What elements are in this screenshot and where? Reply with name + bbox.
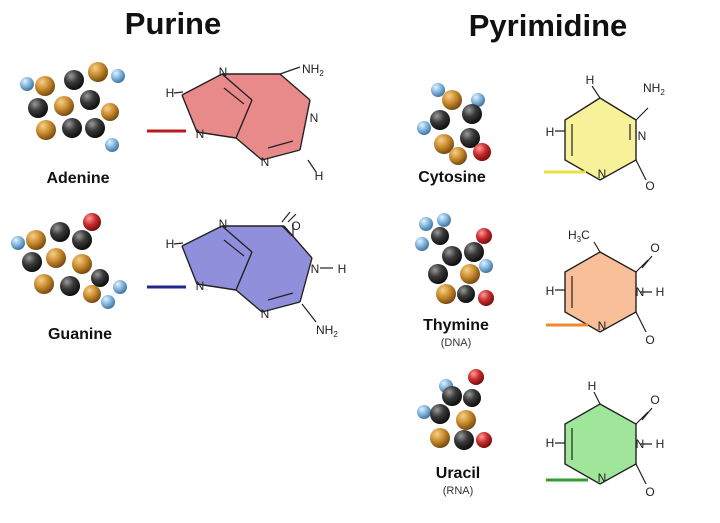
- guanine-atom-n3: N: [261, 307, 270, 321]
- guanine-atom-nh2: NH2: [316, 323, 338, 339]
- uracil-atom-o2: O: [645, 485, 654, 499]
- uracil-atom-o4: O: [650, 393, 659, 407]
- cytosine-atom-o2: O: [645, 179, 654, 193]
- adenine-atom-h2: H: [315, 169, 324, 183]
- thymine-structure: H3C H O N H N O: [546, 228, 665, 347]
- cytosine-atom-h5: H: [586, 73, 595, 87]
- cytosine-name: Cytosine: [418, 169, 486, 186]
- thymine-name: Thymine: [423, 317, 489, 334]
- cytosine-atom-h6: H: [546, 125, 555, 139]
- cytosine-atom-n3: N: [638, 129, 647, 143]
- thymine-atom-n3: N: [636, 285, 645, 299]
- thymine-atom-ch3: H3C: [568, 228, 590, 244]
- guanine-atom-n7: N: [219, 217, 228, 231]
- adenine-atom-n1: N: [310, 111, 319, 125]
- uracil-atom-h3: H: [656, 437, 665, 451]
- guanine-name: Guanine: [48, 326, 112, 343]
- guanine-atom-h8: H: [166, 237, 175, 251]
- thymine-atom-h3: H: [656, 285, 665, 299]
- pyrimidine-header: Pyrimidine: [469, 8, 628, 43]
- uracil-name: Uracil: [436, 465, 480, 482]
- cytosine-structure: H H NH2 N N O: [546, 73, 666, 193]
- thymine-ball-model: [415, 213, 494, 306]
- adenine-ball-model: [20, 62, 125, 152]
- adenine-atom-nh2: NH2: [302, 62, 324, 78]
- guanine-ball-model: [11, 213, 127, 309]
- thymine-atom-o2: O: [645, 333, 654, 347]
- cytosine-atom-n1: N: [598, 167, 607, 181]
- adenine-atom-n3: N: [261, 155, 270, 169]
- guanine-structure: N H N O N H N NH2: [166, 211, 347, 339]
- cytosine-ball-model: [417, 83, 491, 165]
- thymine-note: (DNA): [441, 337, 472, 349]
- uracil-atom-n3: N: [636, 437, 645, 451]
- uracil-note: (RNA): [443, 485, 474, 497]
- uracil-structure: H H O N H N O: [546, 379, 665, 499]
- adenine-structure: N H N N N H NH2: [166, 62, 325, 183]
- guanine-atom-n9: N: [196, 279, 205, 293]
- adenine-atom-n7: N: [219, 65, 228, 79]
- guanine-atom-h1: H: [338, 262, 347, 276]
- thymine-atom-h6: H: [546, 284, 555, 298]
- purine-header: Purine: [125, 6, 221, 41]
- uracil-atom-h5: H: [588, 379, 597, 393]
- adenine-atom-h8: H: [166, 86, 175, 100]
- uracil-atom-n1: N: [598, 471, 607, 485]
- uracil-atom-h6: H: [546, 436, 555, 450]
- thymine-atom-o4: O: [650, 241, 659, 255]
- adenine-atom-n9: N: [196, 127, 205, 141]
- thymine-atom-n1: N: [598, 319, 607, 333]
- guanine-atom-o6: O: [291, 219, 300, 233]
- cytosine-atom-nh2: NH2: [643, 81, 665, 97]
- adenine-name: Adenine: [46, 170, 109, 187]
- guanine-atom-n1: N: [311, 262, 320, 276]
- uracil-ball-model: [417, 369, 492, 450]
